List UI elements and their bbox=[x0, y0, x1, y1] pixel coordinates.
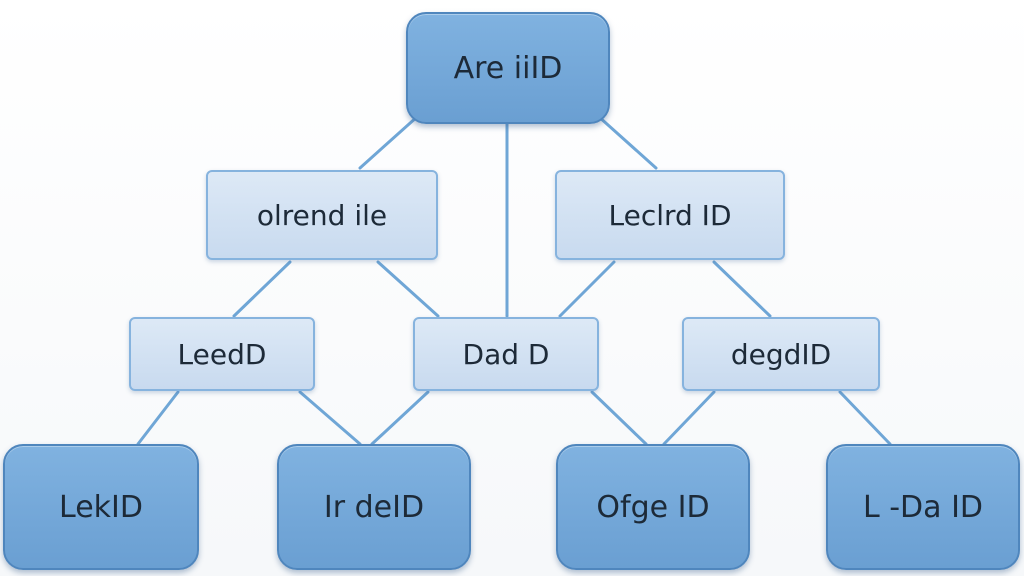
node-level3-first[interactable]: LekID bbox=[3, 444, 199, 570]
node-level2-center-label: Dad D bbox=[462, 337, 550, 371]
node-level3-first-label: LekID bbox=[59, 489, 143, 525]
edge-l1a-l2a bbox=[232, 260, 292, 318]
edge-l2c-l3c bbox=[662, 390, 716, 446]
node-level1-left[interactable]: olrend ile bbox=[206, 170, 438, 260]
edge-l2a-l3b bbox=[298, 390, 362, 446]
edge-root-l1b bbox=[596, 114, 658, 170]
edge-l2b-l3b bbox=[370, 390, 430, 446]
node-level2-right-label: degdID bbox=[730, 337, 832, 371]
node-level2-center[interactable]: Dad D bbox=[413, 317, 599, 391]
node-level3-second[interactable]: Ir deID bbox=[277, 444, 471, 570]
node-level1-right[interactable]: Leclrd ID bbox=[555, 170, 785, 260]
node-level3-second-label: Ir deID bbox=[323, 489, 425, 525]
node-level2-right[interactable]: degdID bbox=[682, 317, 880, 391]
node-root[interactable]: Are iiID bbox=[406, 12, 610, 124]
node-level1-right-label: Leclrd ID bbox=[608, 198, 732, 232]
edge-l1b-l2c bbox=[712, 260, 772, 318]
node-level3-fourth[interactable]: L -Da ID bbox=[826, 444, 1020, 570]
node-level2-left[interactable]: LeedD bbox=[129, 317, 315, 391]
edge-l2a-l3a bbox=[136, 390, 180, 446]
node-level3-third[interactable]: Ofge ID bbox=[556, 444, 750, 570]
edge-l2c-l3d bbox=[838, 390, 892, 446]
edge-l1b-l2b bbox=[558, 260, 616, 318]
edge-root-l1a bbox=[358, 114, 420, 170]
node-level2-left-label: LeedD bbox=[177, 337, 267, 371]
node-level1-left-label: olrend ile bbox=[256, 198, 388, 232]
edge-l1a-l2b bbox=[376, 260, 440, 318]
node-level3-third-label: Ofge ID bbox=[596, 489, 710, 525]
node-level3-fourth-label: L -Da ID bbox=[862, 489, 984, 525]
edge-l2b-l3c bbox=[590, 390, 648, 446]
node-root-label: Are iiID bbox=[453, 50, 563, 86]
